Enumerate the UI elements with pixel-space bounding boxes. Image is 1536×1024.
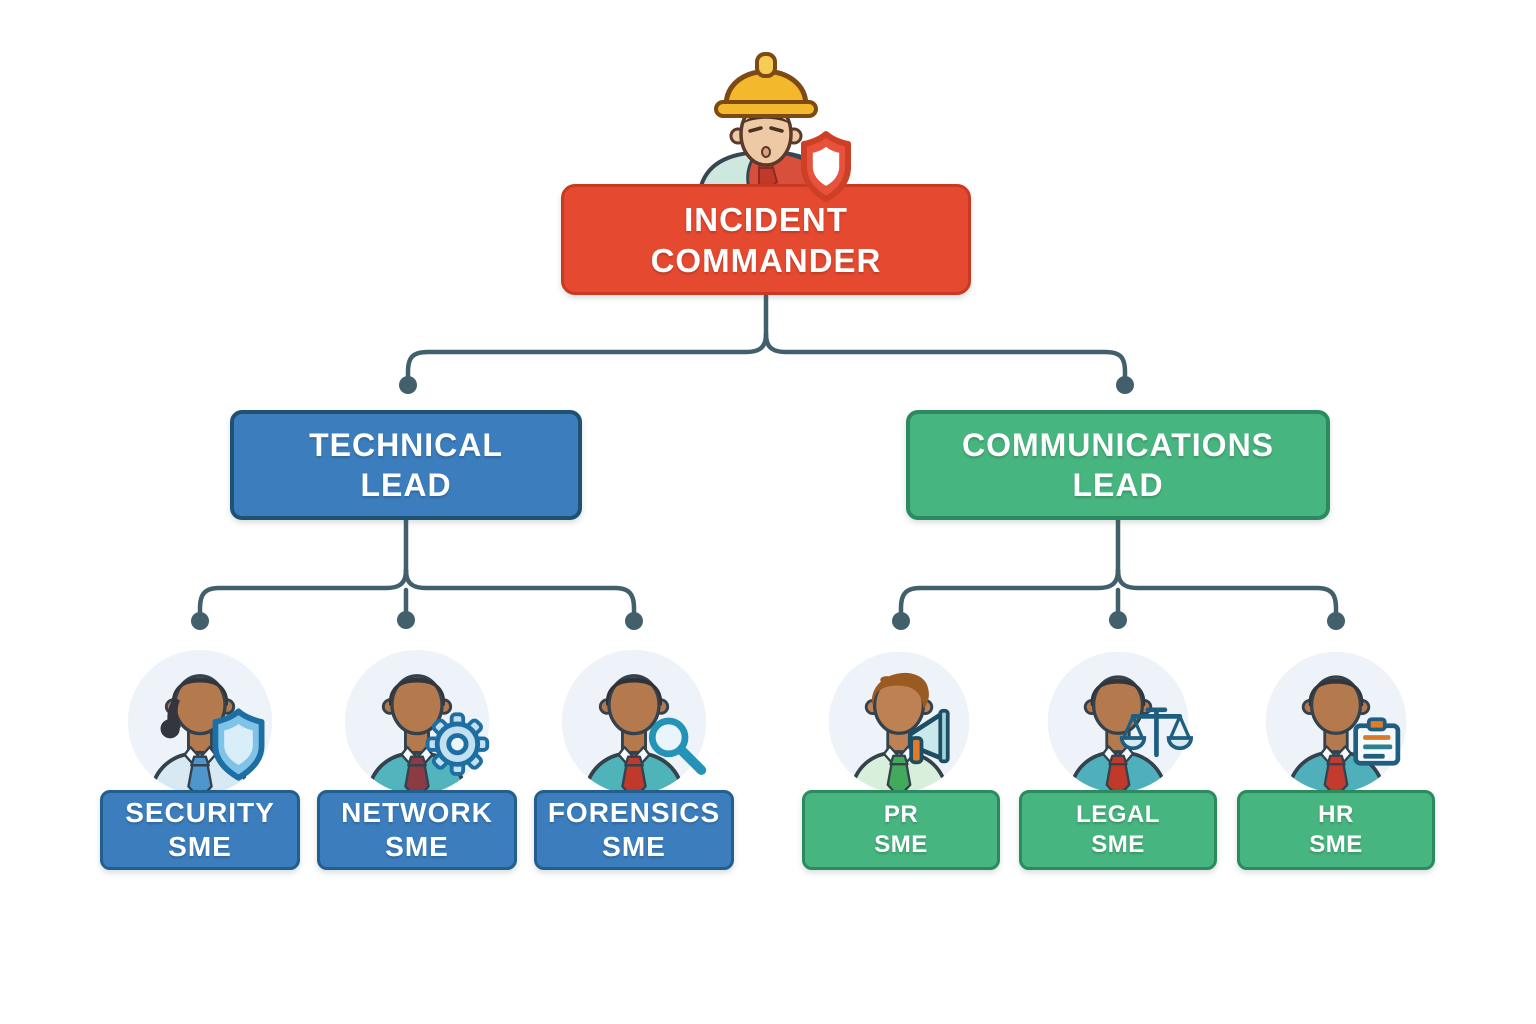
- incident-commander-hardhat-icon: [664, 44, 868, 190]
- connector-tech-left: [197, 567, 409, 621]
- node-label-line1: COMMUNICATIONS: [961, 427, 1275, 463]
- node-label-line1: TECHNICAL: [309, 427, 503, 463]
- node-label-line1: LEGAL: [1076, 801, 1160, 828]
- security-person-shield-icon: [123, 645, 277, 799]
- connector-root-right: [763, 331, 1128, 385]
- node-security-sme: SECURITY SME: [100, 790, 300, 870]
- node-label-line2: SME: [385, 831, 449, 862]
- node-hr-sme: HR SME: [1237, 790, 1435, 870]
- connector-root-left: [405, 331, 769, 385]
- node-legal-sme: LEGAL SME: [1019, 790, 1217, 870]
- node-label-line2: COMMANDER: [650, 241, 882, 279]
- node-label-line2: SME: [1091, 831, 1145, 858]
- node-label-line1: FORENSICS: [547, 797, 721, 828]
- node-label-line1: HR: [1318, 801, 1354, 828]
- node-pr-sme: PR SME: [802, 790, 1000, 870]
- node-communications-lead: COMMUNICATIONS LEAD: [906, 410, 1330, 520]
- node-label-line1: INCIDENT: [684, 200, 848, 238]
- node-network-sme: NETWORK SME: [317, 790, 517, 870]
- node-incident-commander: INCIDENT COMMANDER: [561, 184, 971, 295]
- commander-shield-icon: [791, 126, 861, 202]
- node-label-line2: LEAD: [1072, 467, 1164, 503]
- node-label-line1: PR: [883, 801, 919, 828]
- connector-comms-left: [898, 567, 1121, 621]
- network-person-gear-icon: [340, 645, 494, 799]
- connector-tech-right: [403, 567, 637, 621]
- legal-person-scales-icon: [1043, 647, 1193, 797]
- node-technical-lead: TECHNICAL LEAD: [230, 410, 582, 520]
- node-label-line2: SME: [874, 831, 928, 858]
- node-label-line2: SME: [602, 831, 666, 862]
- connector-dots: [191, 376, 1345, 630]
- node-label-line2: LEAD: [360, 467, 452, 503]
- node-label-line2: SME: [168, 831, 232, 862]
- connector-comms-right: [1115, 567, 1339, 621]
- node-forensics-sme: FORENSICS SME: [534, 790, 734, 870]
- pr-person-megaphone-icon: [824, 647, 974, 797]
- node-label-line1: NETWORK: [341, 797, 493, 828]
- node-label-line2: SME: [1309, 831, 1363, 858]
- hr-person-idcard-icon: [1261, 647, 1411, 797]
- node-label-line1: SECURITY: [125, 797, 275, 828]
- forensics-person-magnifier-icon: [557, 645, 711, 799]
